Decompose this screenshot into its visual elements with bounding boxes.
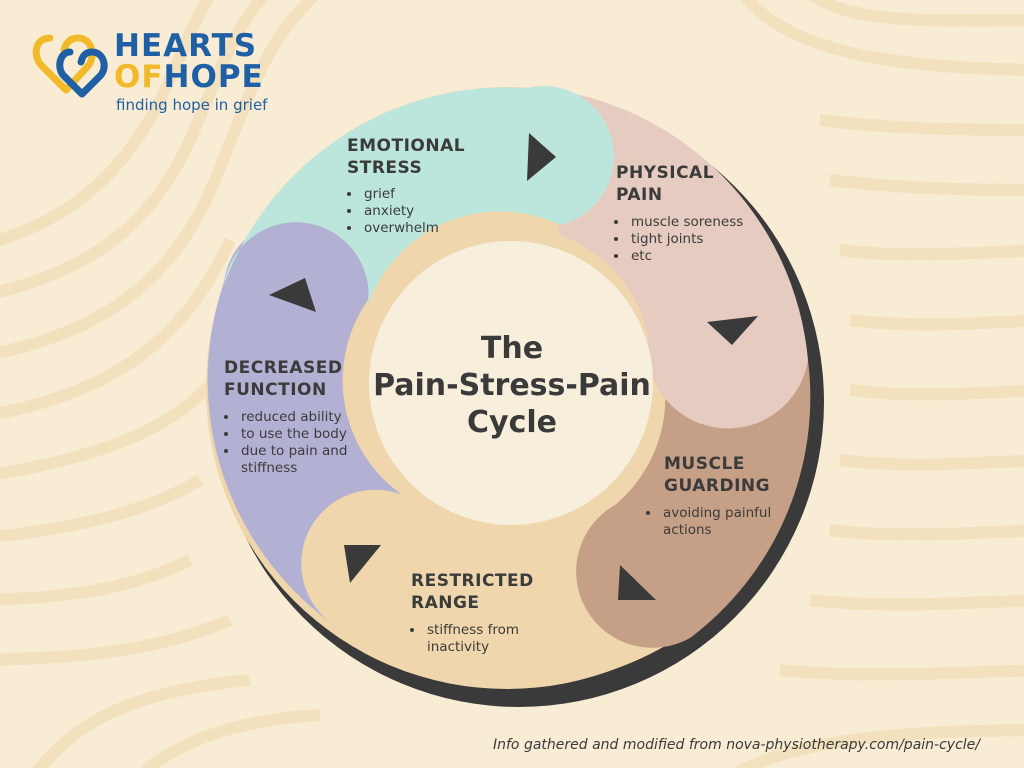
center-disc xyxy=(369,241,653,525)
source-credit: Info gathered and modified from nova-phy… xyxy=(493,737,980,753)
logo-text-hearts: HEARTS xyxy=(114,28,258,64)
arrow-physical-to-guarding-icon xyxy=(707,316,758,345)
logo-text-of: OF xyxy=(114,59,164,95)
list-item: reduced ability xyxy=(239,409,379,426)
arrow-decreased-to-emotional-icon xyxy=(269,278,316,312)
stage-title-line: FUNCTION xyxy=(224,380,327,400)
stage-title-line: PAIN xyxy=(616,185,663,205)
list-item: grief xyxy=(362,186,439,203)
stage-title-line: STRESS xyxy=(347,158,423,178)
list-item: anxiety xyxy=(362,203,439,220)
stage-list-muscle-guarding: avoiding painful actions xyxy=(643,505,811,539)
center-title-line: Cycle xyxy=(467,405,557,440)
list-item: tight joints xyxy=(629,231,743,248)
stage-title-physical-pain: PHYSICAL PAIN xyxy=(616,162,714,206)
stage-list-emotional-stress: grief anxiety overwhelm xyxy=(344,186,439,237)
list-item: muscle soreness xyxy=(629,214,743,231)
logo-text-hope: HOPE xyxy=(163,59,264,95)
hearts-of-hope-logo: HEARTS OFHOPE finding hope in grief xyxy=(30,28,280,118)
center-title-line: Pain-Stress-Pain xyxy=(373,368,651,403)
stage-title-restricted-range: RESTRICTED RANGE xyxy=(411,570,534,614)
stage-title-decreased-function: DECREASED FUNCTION xyxy=(224,357,343,401)
logo-tagline: finding hope in grief xyxy=(116,96,268,114)
stage-title-line: PHYSICAL xyxy=(616,163,715,183)
stage-title-line: GUARDING xyxy=(664,476,771,496)
stage-title-line: RANGE xyxy=(411,593,480,613)
stage-title-emotional-stress: EMOTIONAL STRESS xyxy=(347,135,465,179)
segment-emotional-stress xyxy=(224,86,614,305)
arrow-restricted-to-decreased-icon xyxy=(344,545,381,583)
logo-text-of-hope: OFHOPE xyxy=(114,61,264,93)
list-item: stiffness from inactivity xyxy=(425,622,575,656)
stage-list-decreased-function: reduced ability to use the body due to p… xyxy=(221,409,379,477)
stage-title-line: MUSCLE xyxy=(664,454,745,474)
center-title: The Pain-Stress-Pain Cycle xyxy=(370,330,654,441)
list-item: to use the body xyxy=(239,426,379,443)
arrow-guarding-to-restricted-icon xyxy=(618,565,656,600)
stage-list-physical-pain: muscle soreness tight joints etc xyxy=(611,214,743,265)
list-item: etc xyxy=(629,248,743,265)
arrow-emotional-to-physical-icon xyxy=(527,133,556,181)
list-item: overwhelm xyxy=(362,220,439,237)
stage-title-line: RESTRICTED xyxy=(411,571,534,591)
stage-title-muscle-guarding: MUSCLE GUARDING xyxy=(664,453,770,497)
stage-title-line: EMOTIONAL xyxy=(347,136,466,156)
list-item: due to pain and stiffness xyxy=(239,443,379,477)
stage-title-line: DECREASED xyxy=(224,358,343,378)
center-title-line: The xyxy=(480,331,544,366)
list-item: avoiding painful actions xyxy=(661,505,811,539)
stage-list-restricted-range: stiffness from inactivity xyxy=(407,622,575,656)
interlocking-hearts-icon xyxy=(32,34,108,98)
